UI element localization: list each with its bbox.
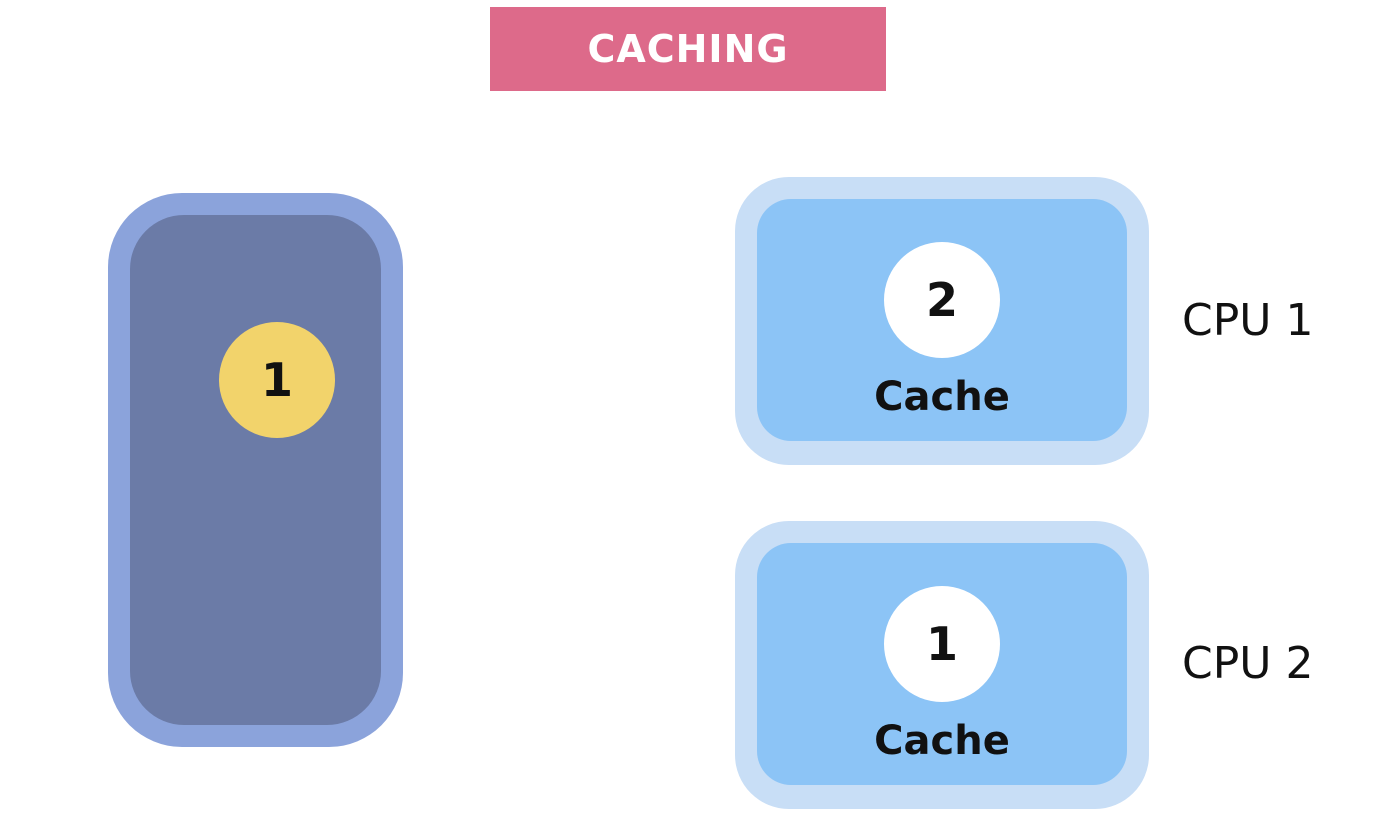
cpu-2-cache-value-badge: 1 xyxy=(884,586,1000,702)
cpu-1-cache-value-badge: 2 xyxy=(884,242,1000,358)
memory-value-badge: 1 xyxy=(219,322,335,438)
cpu-1-block: 2 Cache xyxy=(735,177,1149,465)
cpu-2-cache: 1 Cache xyxy=(757,543,1127,785)
diagram-title: CACHING xyxy=(587,27,789,71)
cpu-1-cache-label: Cache xyxy=(874,374,1010,420)
cpu-2-block: 1 Cache xyxy=(735,521,1149,809)
title-banner: CACHING xyxy=(490,7,886,91)
cpu-1-label: CPU 1 xyxy=(1182,295,1314,346)
cpu-2-label: CPU 2 xyxy=(1182,638,1314,689)
cpu-1-cache: 2 Cache xyxy=(757,199,1127,441)
main-memory-block: 1 xyxy=(108,193,403,747)
cpu-2-cache-label: Cache xyxy=(874,718,1010,764)
main-memory-inner: 1 xyxy=(130,215,381,725)
